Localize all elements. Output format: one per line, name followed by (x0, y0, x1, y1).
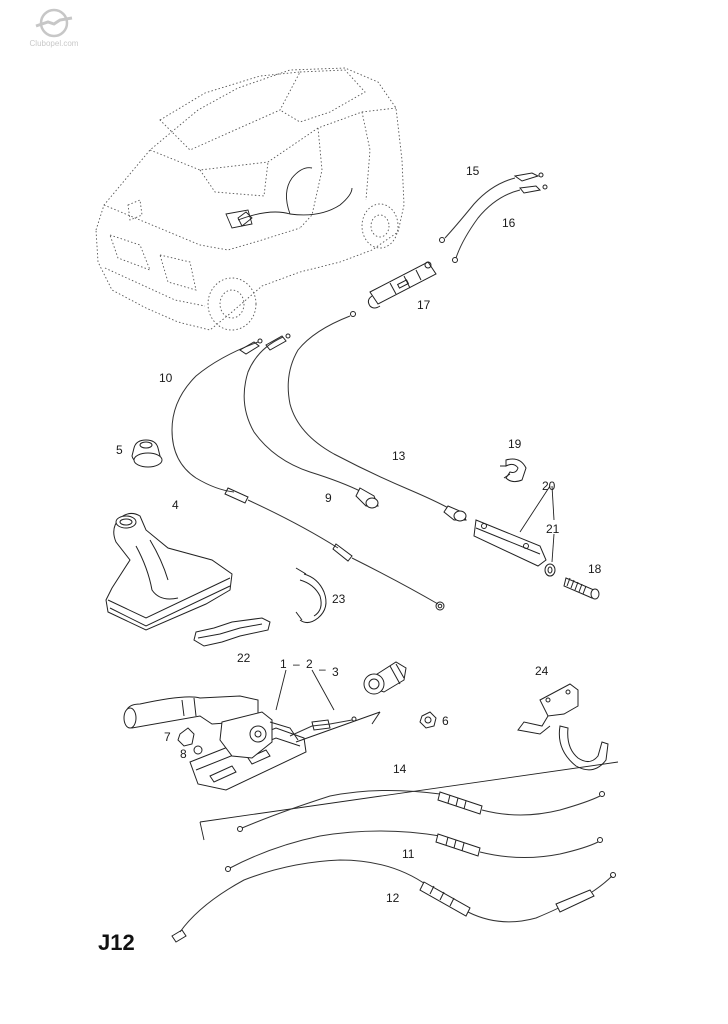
part-label-4: 4 (172, 498, 179, 512)
part-label-9: 9 (325, 491, 332, 505)
part-3-grommet (363, 661, 407, 695)
part-8-pin (193, 745, 203, 755)
part-17-equalizer (367, 261, 437, 309)
part-label-24: 24 (535, 664, 549, 678)
part-label-11: 11 (402, 847, 415, 861)
part-6-nut (419, 711, 437, 729)
part-14-cable (237, 789, 605, 832)
part-label-12: 12 (386, 891, 400, 905)
part-11-cable (225, 830, 603, 872)
part-label-23: 23 (332, 592, 346, 606)
watermark-text: Clubopel.com (29, 39, 79, 48)
opel-logo-icon (35, 8, 73, 38)
part-label-1: 1 (280, 657, 287, 671)
part-24-bracket (517, 683, 609, 771)
part-label-15: 15 (466, 164, 480, 178)
part-label-16: 16 (502, 216, 516, 230)
part-1-handbrake-lever (123, 695, 307, 791)
part-label-6: 6 (442, 714, 449, 728)
part-19-clip (500, 458, 527, 483)
part-4-lever-boot (105, 512, 233, 631)
part-7-clip (177, 727, 195, 747)
part-20-bracket (473, 519, 547, 567)
part-2-front-cable (289, 711, 381, 743)
part-13-cable (287, 311, 467, 522)
part-label-14: 14 (393, 762, 407, 776)
part-label-sep-2: – (319, 662, 326, 676)
frame-line-left (199, 821, 205, 841)
part-21-washer (544, 563, 556, 577)
part-label-5: 5 (116, 443, 123, 457)
part-label-3: 3 (332, 665, 339, 679)
part-9-cable (243, 333, 379, 509)
leader-lines (275, 485, 555, 711)
part-label-2: 2 (306, 657, 313, 671)
part-23-clip (295, 567, 327, 624)
part-label-13: 13 (392, 449, 406, 463)
part-label-10: 10 (159, 371, 173, 385)
part-label-sep-1: – (293, 657, 300, 671)
part-18-adjuster (563, 577, 600, 600)
part-5-grommet (131, 439, 163, 468)
part-16-rear-cable (452, 184, 548, 263)
part-label-19: 19 (508, 437, 522, 451)
part-label-20: 20 (542, 479, 556, 493)
part-15-rear-cable (439, 172, 544, 243)
part-12-cable (171, 859, 616, 943)
sheet-code: J12 (98, 930, 135, 955)
frame-line-top (199, 761, 619, 823)
car-illustration (95, 67, 405, 331)
part-label-18: 18 (588, 562, 602, 576)
part-label-7: 7 (164, 730, 171, 744)
part-label-8: 8 (180, 747, 187, 761)
part-22-trim (193, 617, 271, 647)
part-label-22: 22 (237, 651, 251, 665)
part-label-17: 17 (417, 298, 431, 312)
watermark-logo: Clubopel.com (14, 6, 94, 52)
part-10-cable (171, 338, 445, 611)
part-label-21: 21 (546, 522, 560, 536)
